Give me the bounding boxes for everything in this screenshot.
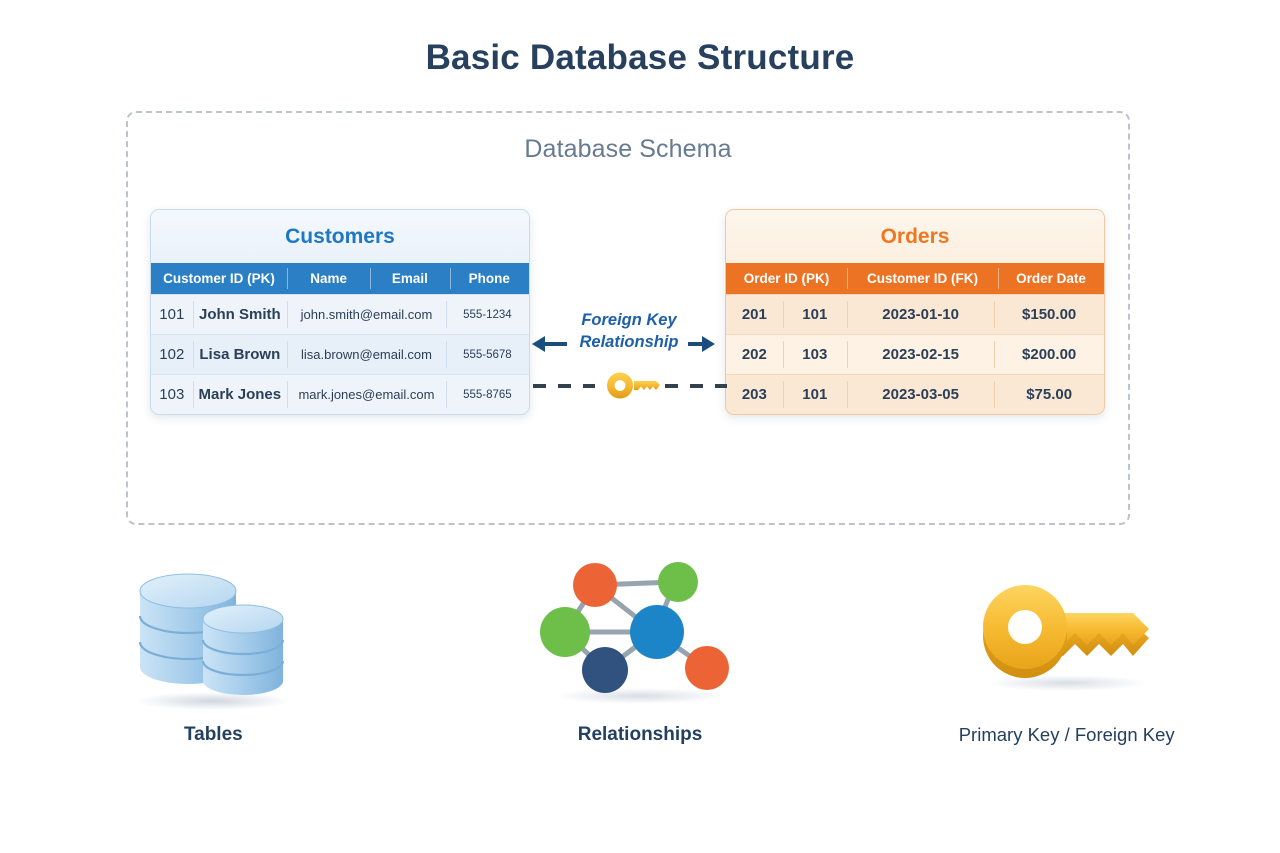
column-header-customer-id-fk: Customer ID (FK) bbox=[846, 263, 998, 294]
cell-customer-id: 103 bbox=[159, 386, 185, 403]
cell-email: john.smith@email.com bbox=[287, 295, 446, 334]
cell-amount: $75.00 bbox=[994, 375, 1104, 414]
legend-item-keys[interactable]: Primary Key / Foreign Key bbox=[853, 560, 1280, 746]
table-row[interactable]: 103 Mark Jones mark.jones@email.com 555-… bbox=[151, 374, 529, 414]
cell-customer-id-fk: 101 bbox=[782, 375, 847, 414]
legend-label-keys: Primary Key / Foreign Key bbox=[958, 724, 1175, 745]
legend-label-tables: Tables bbox=[183, 724, 243, 745]
database-stack-icon bbox=[0, 560, 427, 710]
table-row[interactable]: 202 103 2023-02-15 $200.00 bbox=[726, 334, 1104, 374]
foreign-key-relationship-label: Foreign Key Relationship bbox=[558, 309, 700, 354]
cell-order-id: 202 bbox=[741, 346, 767, 363]
page-title: Basic Database Structure bbox=[425, 38, 855, 77]
cell-name: Lisa Brown bbox=[192, 335, 288, 374]
schema-label: Database Schema bbox=[524, 135, 732, 163]
cell-order-id: 203 bbox=[741, 386, 767, 403]
legend-row: Tables bbox=[0, 560, 1280, 746]
foreign-key-dashed-line-right bbox=[665, 384, 727, 388]
cell-customer-id: 102 bbox=[159, 346, 185, 363]
cell-email: mark.jones@email.com bbox=[287, 375, 446, 414]
foreign-key-dashed-line-left bbox=[533, 384, 595, 388]
orders-table-title: Orders bbox=[726, 210, 1104, 263]
network-graph-icon bbox=[427, 560, 854, 710]
legend-item-tables[interactable]: Tables bbox=[0, 560, 427, 746]
legend-item-relationships[interactable]: Relationships bbox=[427, 560, 854, 746]
cell-order-date: 2023-01-10 bbox=[846, 295, 994, 334]
cell-order-id: 201 bbox=[741, 306, 767, 323]
cell-amount: $150.00 bbox=[994, 295, 1104, 334]
cell-name: Mark Jones bbox=[192, 375, 288, 414]
legend-label-relationships: Relationships bbox=[577, 724, 703, 745]
key-icon bbox=[853, 560, 1280, 710]
table-row[interactable]: 102 Lisa Brown lisa.brown@email.com 555-… bbox=[151, 334, 529, 374]
customers-table-title: Customers bbox=[151, 210, 529, 263]
table-row[interactable]: 101 John Smith john.smith@email.com 555-… bbox=[151, 294, 529, 334]
cell-customer-id-fk: 101 bbox=[782, 295, 847, 334]
cell-phone: 555-8765 bbox=[445, 375, 529, 414]
table-row[interactable]: 201 101 2023-01-10 $150.00 bbox=[726, 294, 1104, 334]
cell-phone: 555-5678 bbox=[445, 335, 529, 374]
column-header-order-id: Order ID (PK) bbox=[743, 271, 830, 286]
cell-customer-id: 101 bbox=[159, 306, 185, 323]
relationship-label-line1: Foreign Key bbox=[581, 311, 677, 329]
key-icon bbox=[594, 371, 666, 401]
table-row[interactable]: 203 101 2023-03-05 $75.00 bbox=[726, 374, 1104, 414]
column-header-phone: Phone bbox=[449, 263, 529, 294]
database-schema-container: Database Schema bbox=[126, 111, 1130, 525]
orders-table-card[interactable]: Orders Order ID (PK) Customer ID (FK) Or… bbox=[725, 209, 1105, 415]
arrow-left-icon bbox=[532, 336, 545, 352]
cell-customer-id-fk: 103 bbox=[782, 335, 847, 374]
column-header-email: Email bbox=[370, 263, 449, 294]
column-header-customer-id: Customer ID (PK) bbox=[163, 271, 275, 286]
orders-table-header-row: Order ID (PK) Customer ID (FK) Order Dat… bbox=[726, 263, 1104, 294]
cell-phone: 555-1234 bbox=[445, 295, 529, 334]
customers-table-header-row: Customer ID (PK) Name Email Phone bbox=[151, 263, 529, 294]
cell-name: John Smith bbox=[192, 295, 288, 334]
arrow-right-stem bbox=[688, 342, 710, 346]
column-header-name: Name bbox=[287, 263, 370, 294]
cell-email: lisa.brown@email.com bbox=[287, 335, 446, 374]
cell-amount: $200.00 bbox=[994, 335, 1104, 374]
arrow-left-stem bbox=[545, 342, 567, 346]
relationship-label-line2: Relationship bbox=[579, 333, 679, 352]
customers-table-card[interactable]: Customers Customer ID (PK) Name Email Ph… bbox=[150, 209, 530, 415]
cell-order-date: 2023-02-15 bbox=[846, 335, 994, 374]
column-header-order-date: Order Date bbox=[998, 263, 1104, 294]
cell-order-date: 2023-03-05 bbox=[846, 375, 994, 414]
